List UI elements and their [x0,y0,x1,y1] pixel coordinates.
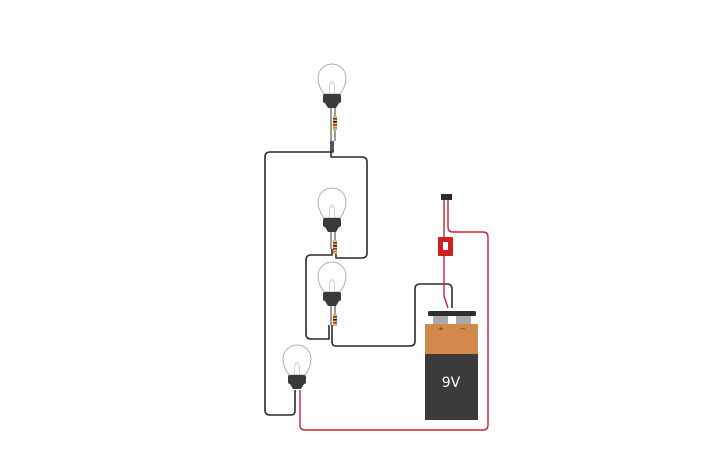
battery-terminal-positive[interactable] [433,316,448,325]
switch-knob[interactable] [443,242,448,250]
wire-to-battery-negative[interactable] [331,283,453,347]
wire-right-loop[interactable] [330,141,368,259]
switch-connector [441,194,452,200]
bulb-glass [282,344,312,376]
wire-switch-to-bulb4[interactable] [299,200,489,431]
wire-middle-loop[interactable] [305,249,333,340]
light-bulb-3[interactable] [317,261,347,326]
resistor-2 [333,240,337,254]
bulb-filament [328,279,336,293]
bulb-glass [317,187,347,219]
resistor-1 [333,116,337,130]
battery-9v[interactable]: + − 9V [425,311,478,420]
light-bulb-4[interactable] [282,344,312,389]
battery-body [425,354,478,420]
bulb-socket [288,375,306,384]
wire-switch-to-battery[interactable] [443,200,449,309]
battery-terminal-negative[interactable] [456,316,471,325]
wire-left-loop[interactable] [264,141,334,416]
bulb-filament [328,205,336,219]
battery-cap [428,311,476,316]
bulb-glass [317,63,347,95]
light-bulb-1[interactable] [317,63,347,141]
bulb-socket [323,292,341,301]
wires [264,141,489,431]
battery-plus-sign: + [438,325,444,333]
bulb-glass [317,261,347,293]
bulb-socket [323,94,341,103]
bulb-filament [328,81,336,95]
battery-minus-sign: − [460,325,466,333]
light-bulb-2[interactable] [317,187,347,254]
battery-voltage-label: 9V [442,375,461,391]
battery-top-band [425,324,478,354]
bulb-filament [293,362,301,376]
resistor-3 [333,314,337,326]
slide-switch[interactable] [438,194,453,256]
bulb-socket [323,218,341,227]
